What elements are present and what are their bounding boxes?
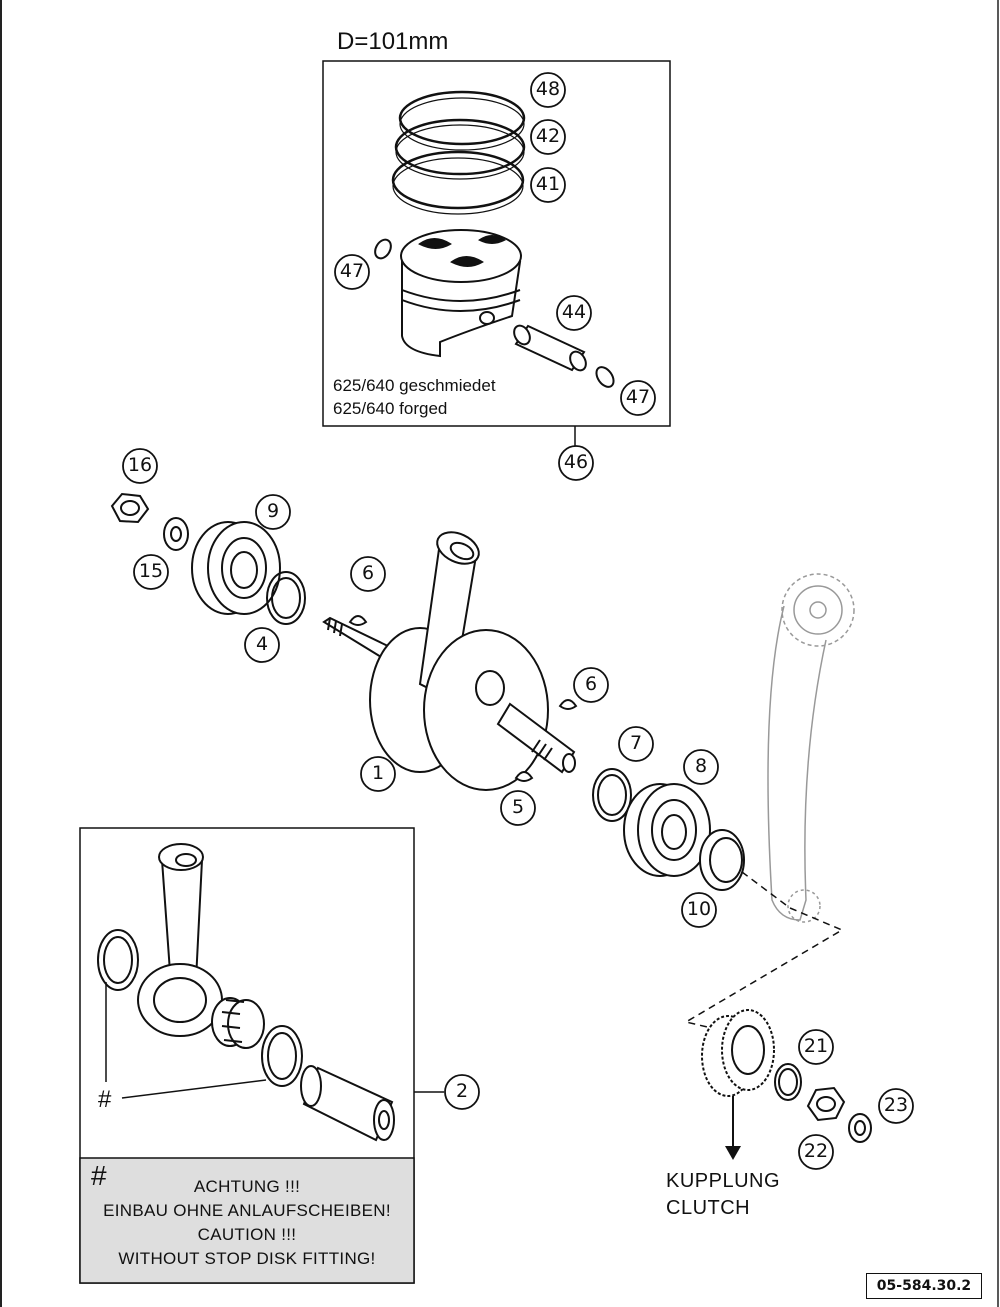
part-number-10: 10 xyxy=(686,898,712,920)
gear-spacer xyxy=(774,1063,802,1101)
piston-diameter-label: D=101mm xyxy=(337,28,449,55)
clutch-label-english: CLUTCH xyxy=(666,1197,751,1219)
part-number-6-right: 6 xyxy=(584,673,598,695)
part-number-1: 1 xyxy=(371,762,385,784)
piston xyxy=(400,229,522,358)
clutch-arrow xyxy=(725,1096,741,1160)
part-number-23: 23 xyxy=(883,1094,909,1116)
warning-panel xyxy=(79,1157,415,1284)
warning-hash-symbol: # xyxy=(91,1160,107,1191)
conrod-thrust-washer-a xyxy=(97,929,139,991)
timing-chain-drive xyxy=(767,573,855,923)
crank-pin xyxy=(300,1065,395,1142)
part-number-6-left: 6 xyxy=(361,562,375,584)
clutch-label-german: KUPPLUNG xyxy=(666,1170,781,1192)
main-bearing-right xyxy=(623,783,711,877)
part-number-46: 46 xyxy=(563,451,589,473)
needle-bearing xyxy=(211,997,265,1049)
warning-line-2: EINBAU OHNE ANLAUFSCHEIBEN! xyxy=(103,1201,391,1220)
woodruff-key-6b xyxy=(558,699,578,710)
warning-line-1: ACHTUNG !!! xyxy=(193,1177,301,1196)
part-number-41: 41 xyxy=(535,173,561,195)
warning-line-4: WITHOUT STOP DISK FITTING! xyxy=(118,1249,376,1268)
gear-washer xyxy=(848,1113,872,1143)
part-number-47-lower: 47 xyxy=(625,386,651,408)
shim-left xyxy=(266,571,306,625)
part-number-21: 21 xyxy=(803,1035,829,1057)
piston-ring-48 xyxy=(398,90,526,151)
part-number-8: 8 xyxy=(694,755,708,777)
piston-ring-42 xyxy=(394,118,526,180)
woodruff-key-6a xyxy=(348,615,368,626)
circlip-lower xyxy=(595,366,615,388)
conrod-hash-symbol: # xyxy=(98,1086,112,1113)
conrod-thrust-washer-b xyxy=(261,1025,303,1087)
nut xyxy=(110,492,150,524)
part-number-47-upper: 47 xyxy=(339,260,365,282)
part-number-16: 16 xyxy=(127,454,153,476)
callout-circles xyxy=(122,72,914,1170)
part-number-44: 44 xyxy=(561,301,587,323)
piston-ring-41 xyxy=(391,150,525,215)
crankshaft xyxy=(322,531,576,791)
part-number-15: 15 xyxy=(138,560,164,582)
part-number-4: 4 xyxy=(255,633,269,655)
piston-note-german: 625/640 geschmiedet xyxy=(333,376,496,395)
document-id: 05-584.30.2 xyxy=(866,1273,982,1299)
part-number-9: 9 xyxy=(266,500,280,522)
woodruff-key-5 xyxy=(514,771,534,782)
oil-seal xyxy=(699,829,745,891)
part-number-42: 42 xyxy=(535,125,561,147)
shim-right xyxy=(592,768,632,822)
circlip-upper xyxy=(374,238,392,260)
piston-pin xyxy=(513,324,587,372)
chain-link-line xyxy=(684,871,844,1031)
part-number-48: 48 xyxy=(535,78,561,100)
primary-gear xyxy=(701,1009,775,1097)
warning-line-3: CAUTION !!! xyxy=(197,1225,297,1244)
main-bearing-left xyxy=(191,521,281,615)
part-number-7: 7 xyxy=(629,732,643,754)
washer xyxy=(163,517,189,551)
part-number-2: 2 xyxy=(455,1080,469,1102)
part-number-22: 22 xyxy=(803,1140,829,1162)
piston-note-english: 625/640 forged xyxy=(333,399,448,418)
part-number-5: 5 xyxy=(511,796,525,818)
connecting-rod xyxy=(137,843,223,1037)
gear-nut xyxy=(806,1086,846,1122)
